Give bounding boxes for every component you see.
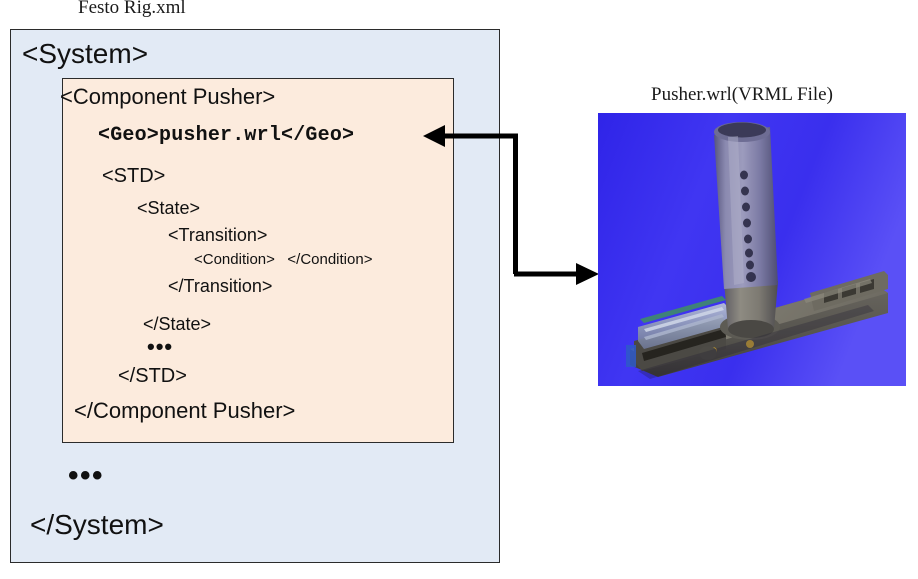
std-close-tag: </STD> [118,365,187,387]
transition-open-tag: <Transition> [168,225,268,245]
xml-file-title: Festo Rig.xml [78,0,186,18]
component-open-tag: <Component Pusher> [60,84,276,109]
system-close-tag: </System> [30,509,164,540]
condition-tag-pair: <Condition> </Condition> [194,251,373,268]
std-ellipsis: ••• [147,334,174,359]
state-close-tag: </State> [143,314,212,334]
vrml-image-title: Pusher.wrl(VRML File) [651,84,833,105]
component-pusher-box [62,78,454,443]
geo-element-line: <Geo>pusher.wrl</Geo> [98,124,355,147]
std-open-tag: <STD> [102,165,166,187]
system-ellipsis: ••• [68,459,105,492]
component-close-tag: </Component Pusher> [74,398,296,423]
system-open-tag: <System> [22,38,149,69]
transition-close-tag: </Transition> [168,276,273,296]
state-open-tag: <State> [137,198,201,218]
vrml-model-image [598,113,906,386]
